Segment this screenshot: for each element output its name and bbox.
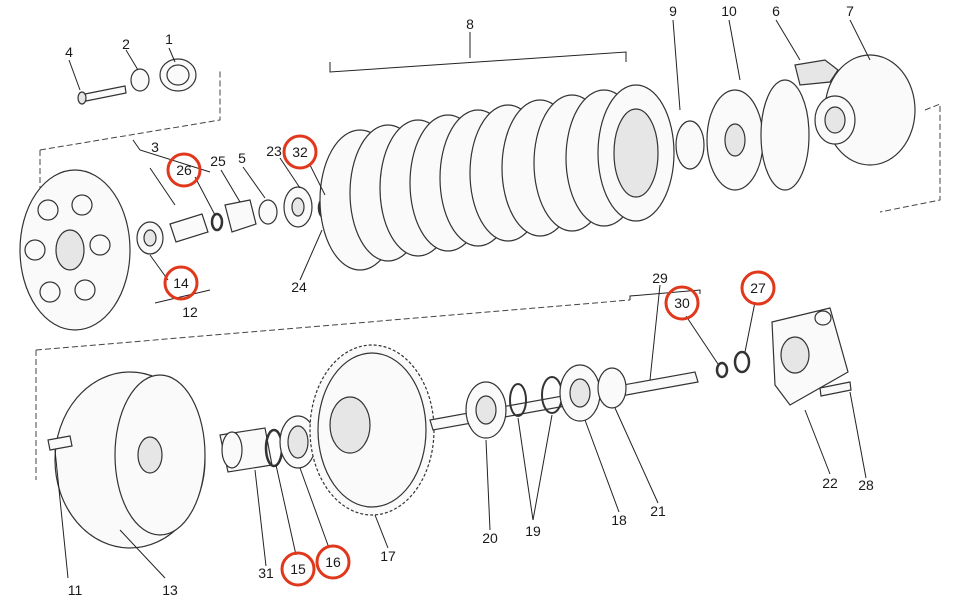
callout-1: 1 <box>165 31 173 47</box>
leader-lines <box>54 19 871 579</box>
callout-12: 12 <box>182 304 198 320</box>
callout-29: 29 <box>652 270 668 286</box>
callout-8: 8 <box>466 16 474 32</box>
callout-31: 31 <box>258 565 274 581</box>
clutch-housing <box>47 371 206 549</box>
bearing-20 <box>465 381 507 439</box>
callout-23: 23 <box>266 143 282 159</box>
callout-4: 4 <box>65 44 73 60</box>
callout-18: 18 <box>611 512 627 528</box>
callout-6: 6 <box>772 3 780 19</box>
spring-1 <box>159 58 197 92</box>
callout-13: 13 <box>162 582 178 598</box>
callout-25: 25 <box>210 153 226 169</box>
callout-10: 10 <box>721 3 737 19</box>
bearing-part <box>136 221 164 255</box>
callout-3: 3 <box>151 139 159 155</box>
highlight-ring-32 <box>282 134 318 170</box>
bolt-4 <box>77 85 127 105</box>
highlight-ring-30 <box>664 285 700 321</box>
highlight-ring-16 <box>315 544 351 580</box>
highlight-ring-14 <box>163 265 199 301</box>
callout-20: 20 <box>482 530 498 546</box>
seal-30 <box>715 361 729 379</box>
callout-17: 17 <box>380 548 396 564</box>
callout-30: 30 <box>674 295 690 311</box>
pushrod-part <box>169 213 209 243</box>
highlight-rings <box>163 134 776 587</box>
callout-7: 7 <box>846 3 854 19</box>
washer-2 <box>130 68 150 92</box>
nut-part <box>224 199 257 233</box>
highlight-ring-27 <box>740 270 776 306</box>
bushing-21 <box>597 367 627 409</box>
bolt-28 <box>819 381 852 397</box>
callout-27: 27 <box>750 280 766 296</box>
callout-labels: 4 2 1 3 26 25 5 23 32 14 24 12 8 9 10 6 … <box>65 3 874 598</box>
gear-17 <box>309 344 435 516</box>
callout-22: 22 <box>822 475 838 491</box>
callout-21: 21 <box>650 503 666 519</box>
sleeve-31 <box>219 427 273 473</box>
callout-16: 16 <box>325 554 341 570</box>
bearing-18 <box>559 364 601 422</box>
callout-24: 24 <box>291 279 307 295</box>
callout-32: 32 <box>292 144 308 160</box>
callout-5: 5 <box>238 150 246 166</box>
callout-11: 11 <box>68 582 83 598</box>
ring-27 <box>733 350 751 374</box>
callout-28: 28 <box>858 477 874 493</box>
callout-15: 15 <box>290 561 306 577</box>
o-ring-26 <box>210 212 224 232</box>
ring-16 <box>279 415 317 469</box>
callout-2: 2 <box>122 36 130 52</box>
callout-26: 26 <box>176 162 192 178</box>
highlight-ring-26 <box>166 152 202 188</box>
callout-14: 14 <box>173 275 189 291</box>
drum-part <box>814 54 916 166</box>
highlight-ring-15 <box>280 551 316 587</box>
slave-cylinder-22 <box>771 307 849 406</box>
washer-part <box>258 186 313 228</box>
clutch-plate-stack <box>319 84 675 271</box>
callout-9: 9 <box>669 3 677 19</box>
hub-part <box>675 79 810 191</box>
pressure-plate <box>19 169 131 331</box>
callout-19: 19 <box>525 523 541 539</box>
